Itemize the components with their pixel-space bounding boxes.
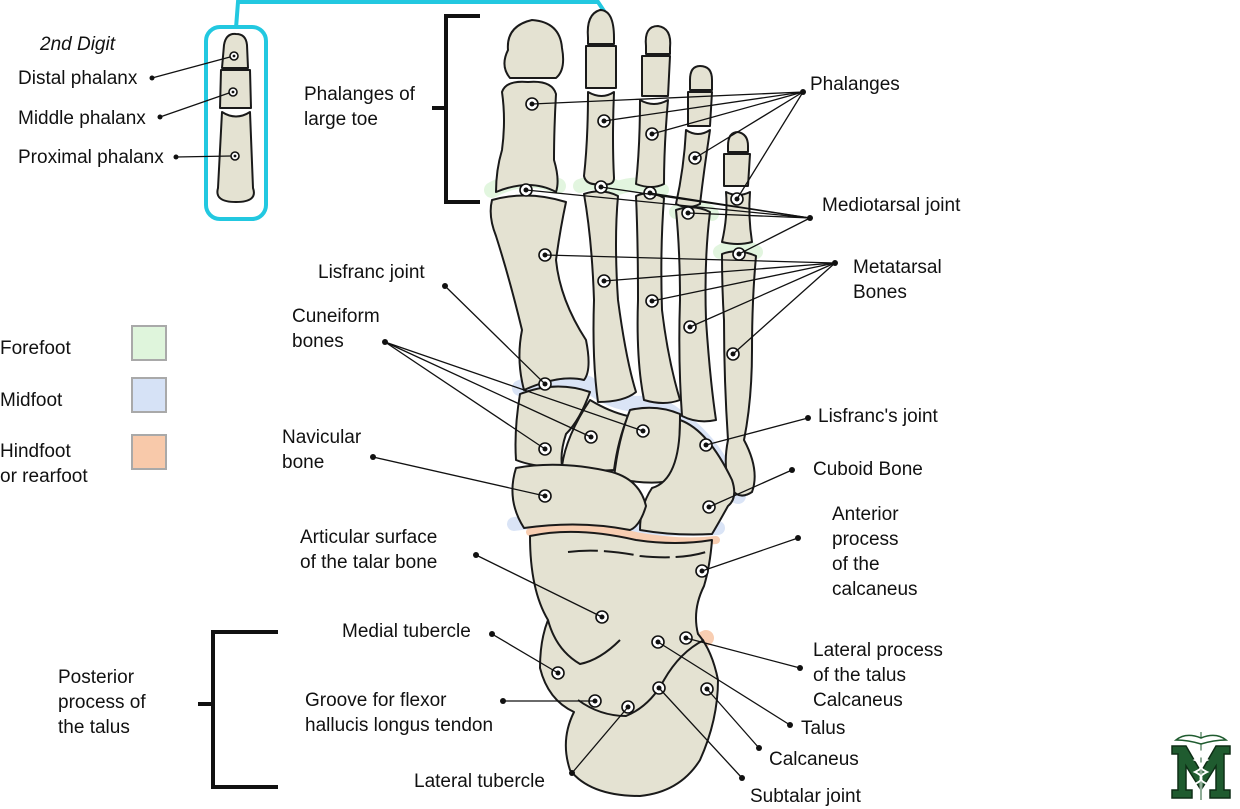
inset-second-digit bbox=[149, 25, 268, 221]
third-middle-phalanx bbox=[641, 55, 671, 97]
bracket-large-toe bbox=[432, 14, 480, 204]
leader-lines bbox=[370, 89, 838, 781]
fourth-metatarsal bbox=[675, 206, 717, 423]
label-lisfranc-joint: Lisfranc joint bbox=[318, 262, 425, 283]
legend-midfoot-label: Midfoot bbox=[0, 390, 63, 411]
label-cuboid-bone: Cuboid Bone bbox=[813, 459, 923, 480]
fifth-distal-phalanx bbox=[727, 131, 749, 153]
label-metatarsal-bones: Metatarsal Bones bbox=[853, 257, 942, 303]
legend-hindfoot-label: Hindfoot or rearfoot bbox=[0, 441, 88, 487]
label-lateral-process: Lateral process of the talus Calcaneus bbox=[813, 640, 943, 711]
first-metatarsal bbox=[489, 194, 590, 391]
legend-hindfoot-swatch bbox=[131, 434, 167, 470]
inset-title: 2nd Digit bbox=[40, 34, 115, 55]
legend-midfoot-swatch bbox=[131, 377, 167, 413]
inset-connector bbox=[234, 0, 608, 29]
second-middle-phalanx bbox=[585, 45, 617, 89]
label-phalanges-large-toe: Phalanges of large toe bbox=[304, 84, 415, 130]
label-anterior-process: Anterior process of the calcaneus bbox=[832, 504, 918, 600]
second-proximal-phalanx bbox=[583, 91, 615, 186]
label-distal-phalanx: Distal phalanx bbox=[18, 68, 138, 89]
talus-and-calcaneus bbox=[529, 530, 719, 797]
label-lisfrancs-joint: Lisfranc's joint bbox=[818, 406, 938, 427]
navicular-bone bbox=[511, 463, 647, 531]
label-subtalar-joint: Subtalar joint bbox=[750, 786, 861, 807]
legend-forefoot-swatch bbox=[131, 325, 167, 361]
label-lateral-tubercle: Lateral tubercle bbox=[414, 771, 545, 792]
label-phalanges: Phalanges bbox=[810, 74, 900, 95]
fifth-metatarsal bbox=[721, 250, 757, 497]
hallux-proximal-phalanx bbox=[495, 80, 559, 193]
fourth-proximal-phalanx bbox=[675, 129, 711, 208]
foot-bones bbox=[489, 9, 757, 797]
label-navicular-bone: Navicular bone bbox=[282, 427, 362, 473]
inset-distal-phalanx bbox=[221, 32, 249, 69]
label-middle-phalanx: Middle phalanx bbox=[18, 108, 146, 129]
label-cuneiform-bones: Cuneiform bones bbox=[292, 306, 380, 352]
third-distal-phalanx bbox=[644, 25, 672, 55]
third-proximal-phalanx bbox=[635, 99, 669, 188]
fifth-middle-phalanx bbox=[723, 153, 751, 187]
label-groove-fhl: Groove for flexor hallucis longus tendon bbox=[305, 690, 494, 736]
fourth-distal-phalanx bbox=[689, 65, 713, 91]
caduceus-logo bbox=[1171, 732, 1231, 800]
label-proximal-phalanx: Proximal phalanx bbox=[18, 147, 164, 168]
label-medial-tubercle: Medial tubercle bbox=[342, 621, 471, 642]
label-articular-surface: Articular surface of the talar bone bbox=[300, 527, 438, 573]
label-posterior-process: Posterior process of the talus bbox=[58, 667, 146, 738]
label-mediotarsal-joint: Mediotarsal joint bbox=[822, 195, 961, 216]
second-metatarsal bbox=[583, 190, 637, 403]
inset-frame bbox=[204, 25, 268, 221]
label-talus: Talus bbox=[801, 718, 846, 739]
fourth-middle-phalanx bbox=[687, 91, 713, 127]
hallux-distal-phalanx bbox=[503, 19, 565, 79]
bracket-posterior-process bbox=[198, 630, 278, 789]
label-calcaneus: Calcaneus bbox=[769, 749, 859, 770]
second-distal-phalanx bbox=[586, 9, 615, 45]
legend-forefoot-label: Forefoot bbox=[0, 338, 71, 359]
